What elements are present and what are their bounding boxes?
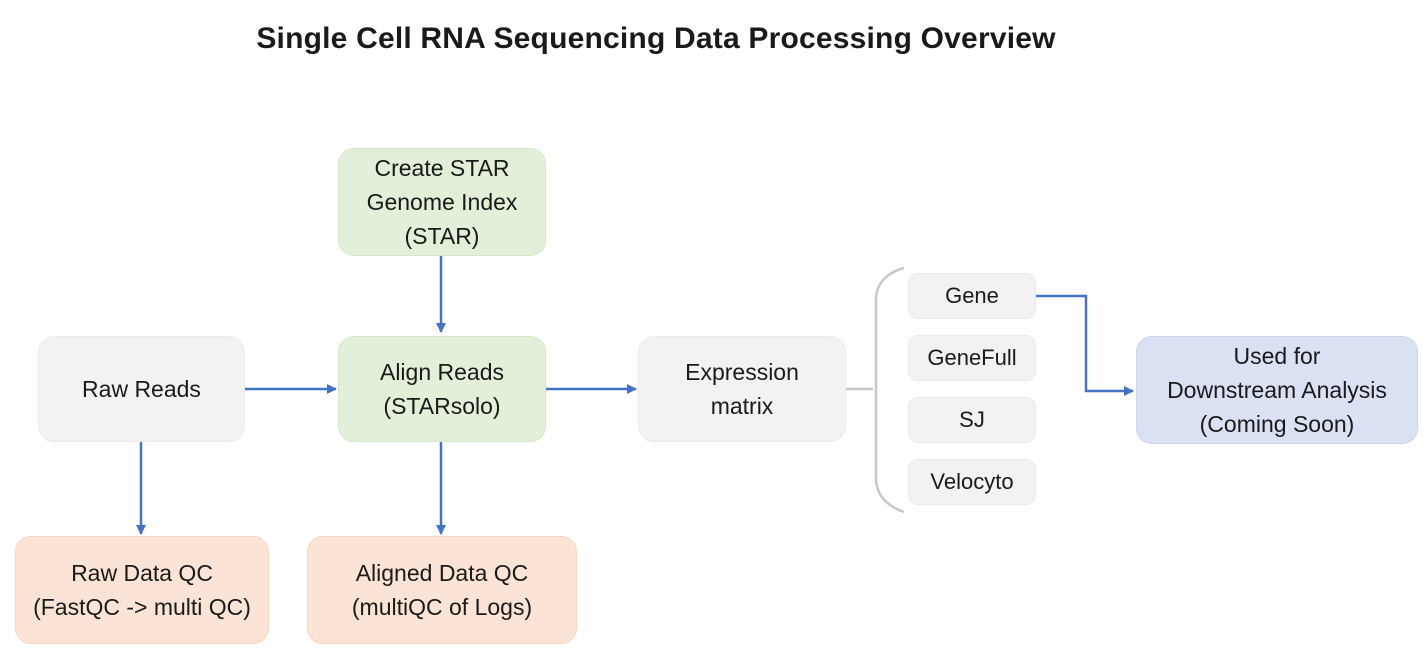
diagram-title: Single Cell RNA Sequencing Data Processi… bbox=[256, 22, 1056, 55]
matrix-type-label: Velocyto bbox=[930, 469, 1014, 494]
raw-reads-node: Raw Reads bbox=[38, 336, 245, 442]
raw-qc-node: Raw Data QC (FastQC -> multi QC) bbox=[15, 536, 269, 644]
align-reads-label: Align Reads (STARsolo) bbox=[379, 359, 505, 419]
downstream-analysis-node: Used for Downstream Analysis (Coming Soo… bbox=[1136, 336, 1418, 444]
raw-reads-label: Raw Reads bbox=[82, 376, 201, 402]
aligned-qc-label: Aligned Data QC (multiQC of Logs) bbox=[351, 560, 533, 620]
align-reads-node: Align Reads (STARsolo) bbox=[338, 336, 546, 442]
matrix-type-label: SJ bbox=[959, 407, 985, 432]
star-index-node: Create STAR Genome Index (STAR) bbox=[338, 148, 546, 256]
star-index-label: Create STAR Genome Index (STAR) bbox=[366, 155, 518, 249]
matrix-type-label: Gene bbox=[945, 283, 999, 308]
arrow-gene-to-downstream bbox=[1036, 294, 1134, 396]
matrix-type-gene: Gene bbox=[908, 273, 1036, 319]
matrix-type-sj: SJ bbox=[908, 397, 1036, 443]
matrix-type-velocyto: Velocyto bbox=[908, 459, 1036, 505]
expression-matrix-node: Expression matrix bbox=[638, 336, 846, 442]
matrix-type-genefull: GeneFull bbox=[908, 335, 1036, 381]
aligned-qc-node: Aligned Data QC (multiQC of Logs) bbox=[307, 536, 577, 644]
downstream-analysis-label: Used for Downstream Analysis (Coming Soo… bbox=[1167, 343, 1387, 437]
matrix-types-bracket bbox=[874, 266, 905, 514]
expression-matrix-label: Expression matrix bbox=[685, 359, 799, 419]
matrix-type-label: GeneFull bbox=[927, 345, 1017, 370]
raw-qc-label: Raw Data QC (FastQC -> multi QC) bbox=[33, 560, 251, 620]
